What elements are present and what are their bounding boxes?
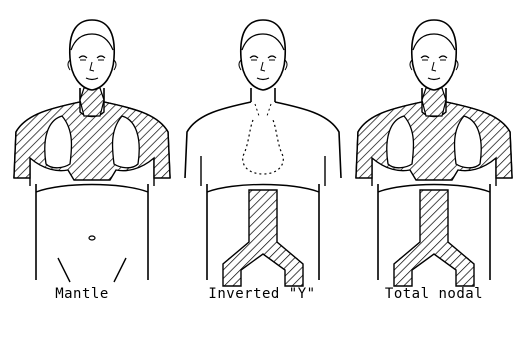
caption-inverted-y: Inverted "Y": [192, 286, 332, 302]
caption-mantle: Mantle: [12, 286, 152, 302]
figure-total-nodal: [356, 20, 512, 286]
figure-inverted-y: [185, 20, 341, 286]
caption-total-nodal: Total nodal: [364, 286, 504, 302]
figure-mantle: [14, 20, 170, 282]
